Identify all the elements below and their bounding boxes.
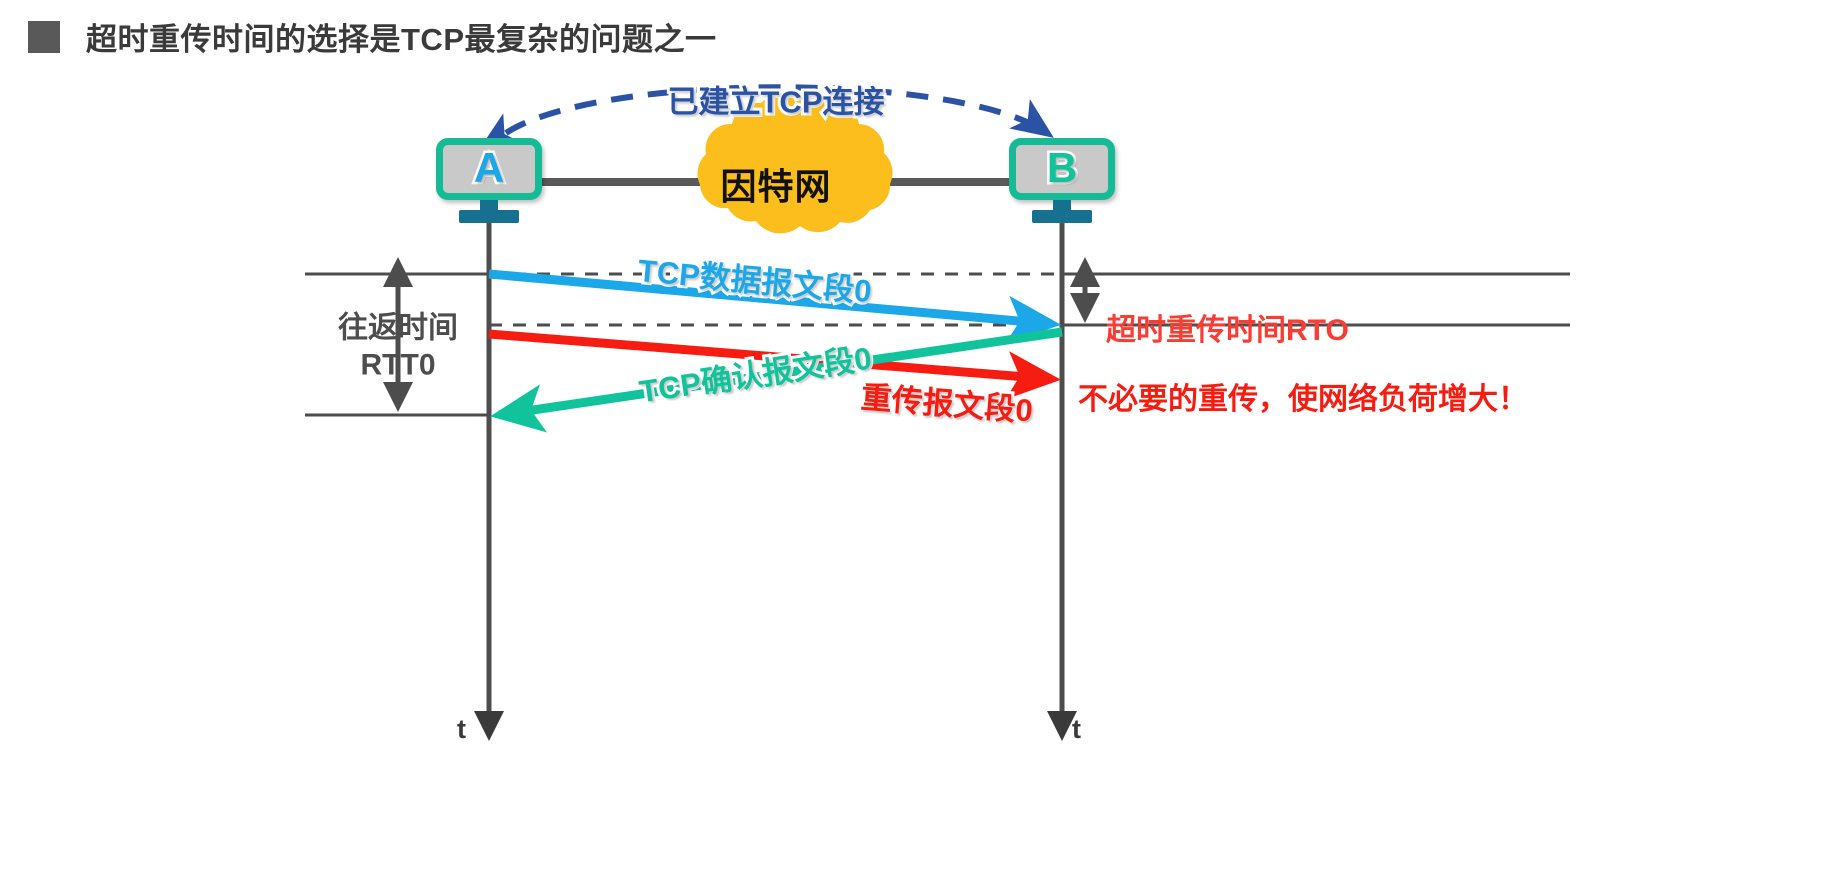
host-b-neck xyxy=(1053,200,1071,212)
rtt-measure-label: 往返时间 RTT0 xyxy=(338,310,458,383)
host-b-screen: B xyxy=(1009,138,1115,200)
page-title: 超时重传时间的选择是TCP最复杂的问题之一 xyxy=(86,22,717,57)
square-bullet-icon xyxy=(28,20,60,53)
rtt-label-line1: 往返时间 xyxy=(338,311,458,345)
message-retransmit-arrow xyxy=(488,329,1061,400)
host-a-screen: A xyxy=(436,138,542,200)
host-a-label: A xyxy=(471,143,506,191)
message-ack-arrow xyxy=(490,327,1063,433)
rto-measure-label: 超时重传时间RTO xyxy=(1106,314,1349,347)
host-a-neck xyxy=(480,200,498,212)
timeline-a-axis-label: t xyxy=(457,714,466,744)
established-connection-label: 已建立TCP连接 xyxy=(665,82,888,123)
internet-cloud-label: 因特网 xyxy=(720,166,832,207)
page-header: 超时重传时间的选择是TCP最复杂的问题之一 xyxy=(28,14,717,59)
established-connection-arc xyxy=(477,84,1054,152)
unnecessary-retransmission-note: 不必要的重传，使网络负荷增大！ xyxy=(1078,383,1528,416)
message-data-segment-arrow xyxy=(488,269,1061,345)
host-b-base xyxy=(1032,210,1092,223)
rtt-label-line2: RTT0 xyxy=(360,348,436,381)
host-a-base xyxy=(459,210,519,223)
timeline-b-axis-label: t xyxy=(1072,714,1081,744)
host-b-label: B xyxy=(1044,143,1079,191)
